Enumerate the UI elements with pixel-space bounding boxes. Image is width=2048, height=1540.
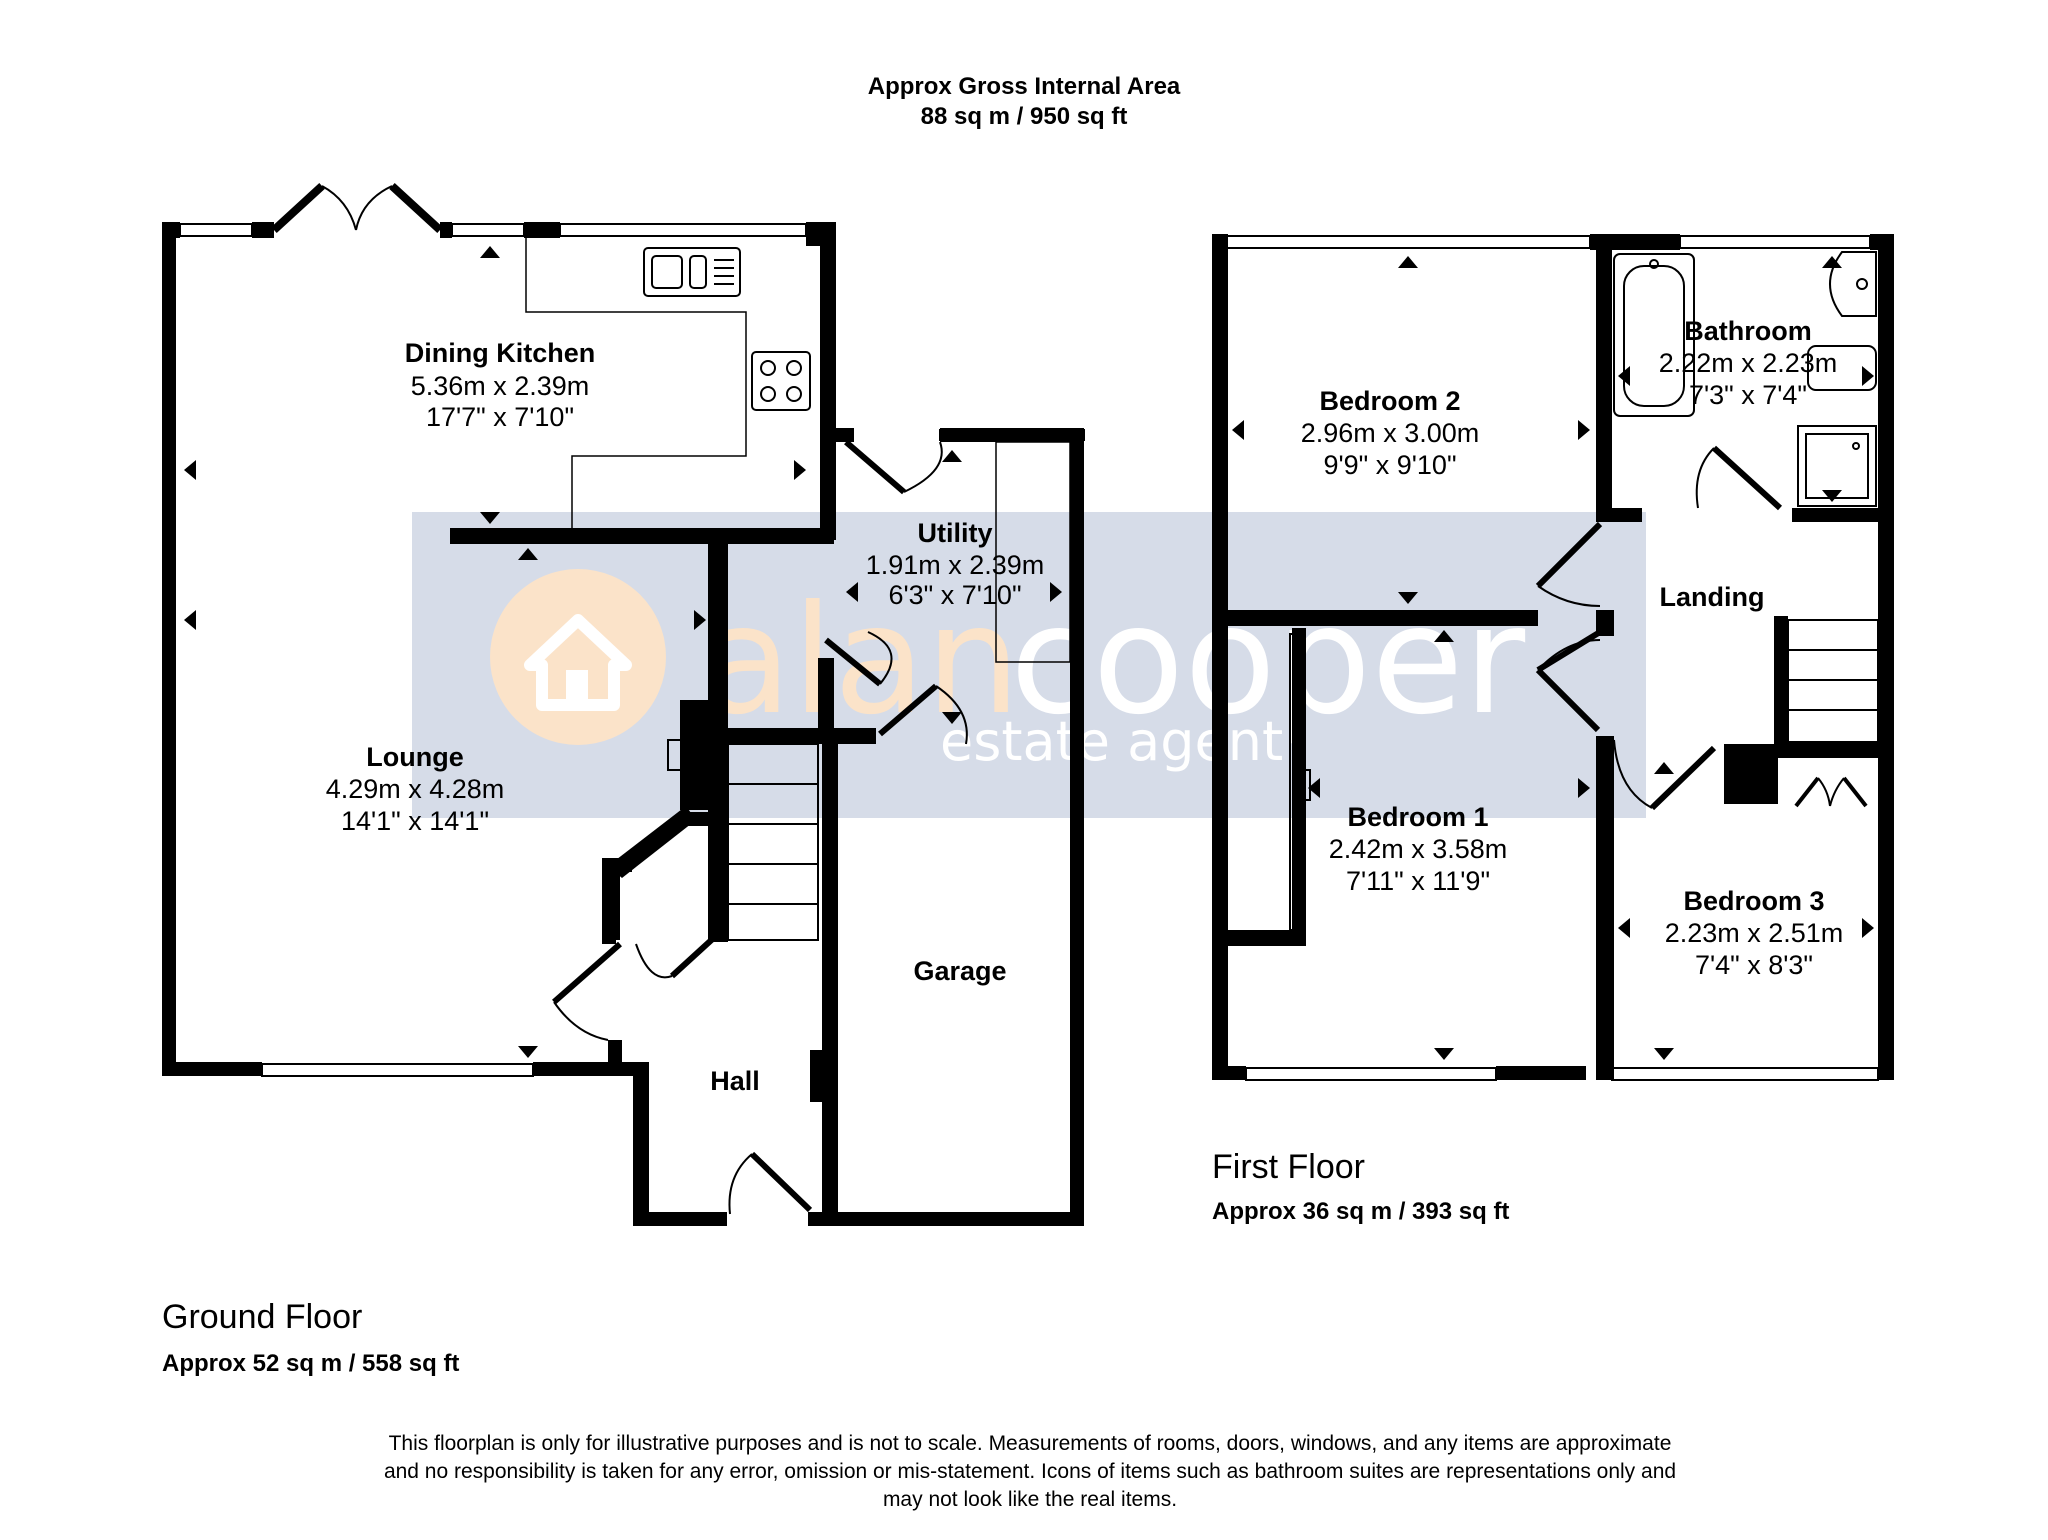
watermark-logo-icon [490,569,666,745]
sink-icon [643,247,741,297]
wardrobe-doors-icon [1794,776,1868,808]
toilet-icon [1807,345,1877,391]
ground-floor-plan: Dining Kitchen 5.36m x 2.39m 17'7" x 7'1… [162,183,1085,1226]
lounge-metric: 4.29m x 4.28m [326,774,505,804]
disclaimer-line-2: and no responsibility is taken for any e… [383,1460,1677,1483]
hob-icon [751,351,811,411]
watermark-brand-part1: alan [700,574,1021,748]
shower-icon [1797,425,1877,507]
bath-icon [1613,253,1695,417]
utility-imperial: 6'3" x 7'10" [888,580,1021,610]
dining-kitchen-imperial: 17'7" x 7'10" [426,402,574,432]
house-icon [524,614,632,711]
utility-door-icon [824,439,938,737]
disclaimer-line-3: may not look like the real items. [882,1488,1178,1511]
ground-floor-walls [162,222,1084,1226]
watermark-tagline: estate agent [940,710,1283,773]
utility-metric: 1.91m x 2.39m [866,550,1045,580]
dining-kitchen-metric: 5.36m x 2.39m [411,371,590,401]
bedroom1-imperial: 7'11" x 11'9" [1346,866,1490,896]
bedroom1-name: Bedroom 1 [1347,802,1488,832]
ground-floor-area: Approx 52 sq m / 558 sq ft [162,1350,460,1377]
first-floor-title: First Floor [1212,1148,1365,1186]
kitchen-worktop [525,236,747,528]
gross-area-value: 88 sq m / 950 sq ft [920,103,1128,130]
disclaimer-line-1: This floorplan is only for illustrative … [388,1432,1672,1455]
first-stairs-icon [1787,619,1879,743]
first-dimension-arrows [1232,256,1874,1060]
bathroom-fixtures [1613,251,1877,507]
first-floor-plan: Bedroom 2 2.96m x 3.00m 9'9" x 9'10" Bat… [1212,234,1894,1081]
bedroom1-metric: 2.42m x 3.58m [1329,834,1508,864]
landing-doors-icon [1535,445,1783,811]
lounge-name: Lounge [366,742,463,772]
ground-floor-title: Ground Floor [162,1298,363,1336]
bedroom3-name: Bedroom 3 [1683,886,1824,916]
ground-stairs-icon [727,743,819,941]
ground-dimension-arrows [184,246,1062,1058]
landing-name: Landing [1660,582,1765,612]
bedroom3-imperial: 7'4" x 8'3" [1695,950,1813,980]
bedroom2-metric: 2.96m x 3.00m [1301,418,1480,448]
utility-name: Utility [917,518,992,548]
bedroom2-imperial: 9'9" x 9'10" [1323,450,1456,480]
watermark-brand-part2: cooper [1010,574,1526,748]
basin-icon [1829,251,1877,317]
hall-door-icon [552,931,813,1213]
bedroom3-metric: 2.23m x 2.51m [1665,918,1844,948]
house-door-icon [566,670,588,700]
first-floor-walls [1212,234,1894,1080]
garage-name: Garage [913,956,1006,986]
kitchen-french-doors-icon [271,183,443,233]
bathroom-imperial: 7'3" x 7'4" [1689,380,1807,410]
dining-kitchen-name: Dining Kitchen [405,338,596,368]
watermark: alan cooper estate agent [412,512,1646,818]
bedroom2-name: Bedroom 2 [1319,386,1460,416]
bathroom-name: Bathroom [1684,316,1812,346]
hall-name: Hall [710,1066,760,1096]
first-floor-area: Approx 36 sq m / 393 sq ft [1212,1198,1510,1225]
meter-icon [667,739,683,771]
first-floor-windows [1225,235,1893,1081]
lounge-imperial: 14'1" x 14'1" [341,806,489,836]
bathroom-metric: 2.22m x 2.23m [1659,348,1838,378]
gross-area-title: Approx Gross Internal Area [867,73,1181,100]
